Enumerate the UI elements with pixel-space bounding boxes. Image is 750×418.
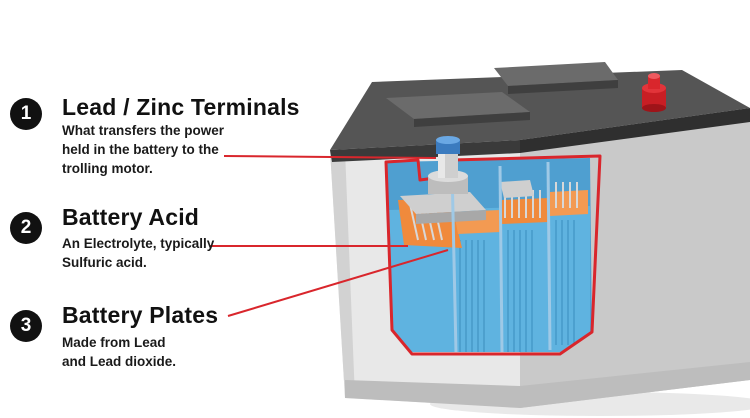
pointer-terminals: [223, 155, 437, 159]
cutaway-outline: [384, 154, 602, 356]
description-line: Sulfuric acid.: [62, 255, 147, 270]
callout-description: An Electrolyte, typically Sulfuric acid.: [62, 234, 214, 272]
callout-description: What transfers the power held in the bat…: [62, 121, 224, 178]
lid-pad-right-edge: [508, 80, 618, 94]
lid-pad-right: [494, 62, 618, 86]
callout-number-badge: 1: [10, 98, 42, 130]
description-line: What transfers the power: [62, 123, 225, 138]
description-line: and Lead dioxide.: [62, 354, 177, 369]
callout-title: Battery Acid: [62, 204, 200, 230]
battery-plates: [459, 220, 575, 352]
description-line: Made from Lead: [62, 335, 166, 350]
positive-terminal-cap: [642, 73, 666, 112]
cutaway-interior: [384, 154, 602, 356]
lid-side-edge: [520, 108, 750, 153]
description-line: An Electrolyte, typically: [62, 236, 215, 251]
lead-strap: [400, 192, 486, 214]
lead-terminal-post: [428, 136, 468, 194]
callout-title: Battery Plates: [62, 302, 219, 328]
description-line: trolling motor.: [62, 161, 153, 176]
callout-description: Made from Lead and Lead dioxide.: [62, 333, 176, 371]
case-base: [345, 362, 750, 408]
lid-pad-left: [386, 92, 530, 119]
description-line: held in the battery to the: [62, 142, 219, 157]
lid-pad-left-edge: [414, 112, 530, 127]
pointer-plates: [227, 249, 449, 317]
callout-pointers: [210, 155, 449, 317]
case-front-shade: [330, 150, 355, 398]
callout-title: Lead / Zinc Terminals: [62, 94, 300, 120]
callout-number-badge: 3: [10, 310, 42, 342]
callout-number-badge: 2: [10, 212, 42, 244]
